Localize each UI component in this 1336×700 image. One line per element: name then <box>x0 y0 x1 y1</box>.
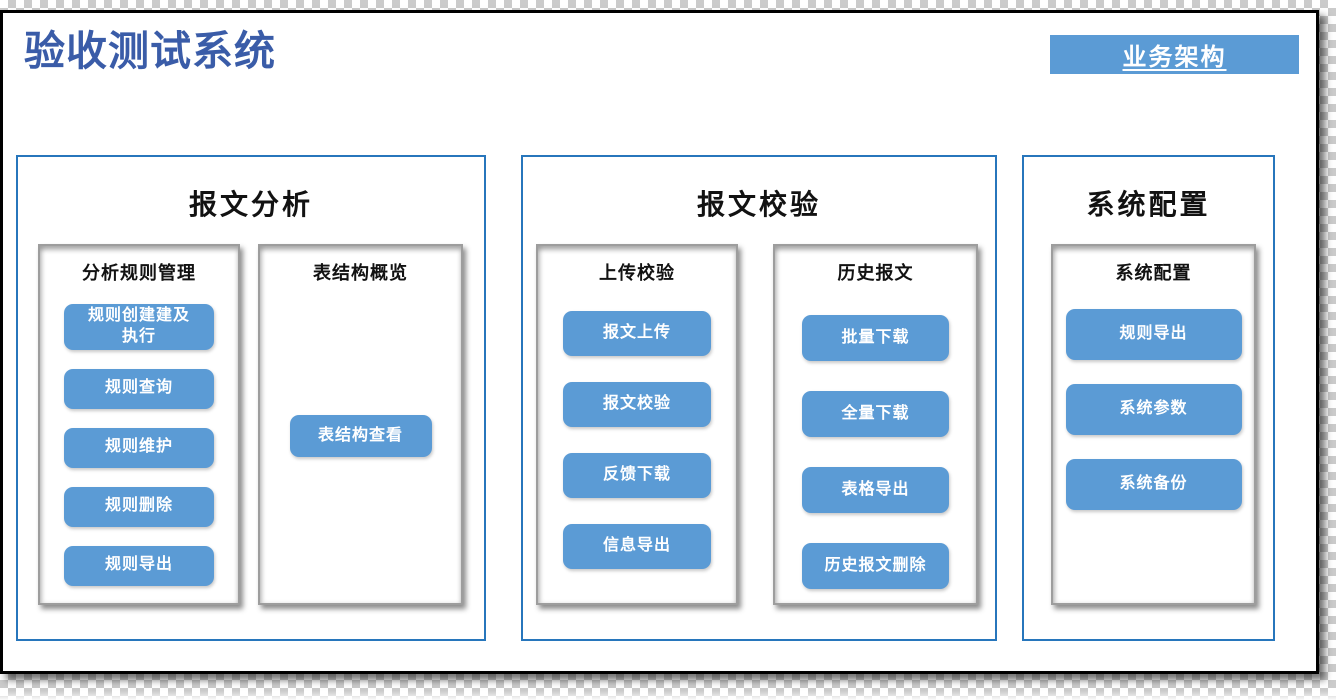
group-analysis-rule-management: 分析规则管理 规则创建建及执行 规则查询 规则维护 规则删除 规则导出 <box>38 244 240 605</box>
node-rule-delete: 规则删除 <box>64 486 214 527</box>
node-rule-query: 规则查询 <box>64 368 214 409</box>
page-title: 验收测试系统 <box>24 28 276 74</box>
panel-title-message-verification: 报文校验 <box>696 189 821 220</box>
group-title-system-configuration: 系统配置 <box>1115 263 1192 283</box>
panel-message-analysis: 报文分析 分析规则管理 规则创建建及执行 规则查询 规则维护 规则删除 规则导出… <box>16 155 486 641</box>
node-system-parameters: 系统参数 <box>1065 384 1242 435</box>
node-message-upload: 报文上传 <box>563 311 711 356</box>
panel-title-message-analysis: 报文分析 <box>188 189 313 220</box>
group-upload-verification: 上传校验 报文上传 报文校验 反馈下载 信息导出 <box>536 244 738 605</box>
node-info-export: 信息导出 <box>563 524 711 569</box>
panel-system-configuration: 系统配置 系统配置 规则导出 系统参数 系统备份 <box>1022 155 1275 641</box>
group-title-table-structure-overview: 表结构概览 <box>313 263 408 283</box>
node-table-structure-view: 表结构查看 <box>289 415 432 457</box>
architecture-view-badge: 业务架构 <box>1050 35 1299 74</box>
node-feedback-download: 反馈下载 <box>563 453 711 498</box>
panel-title-system-configuration: 系统配置 <box>1086 189 1211 220</box>
group-title-history-messages: 历史报文 <box>837 263 914 283</box>
group-system-configuration: 系统配置 规则导出 系统参数 系统备份 <box>1051 244 1256 605</box>
group-history-messages: 历史报文 批量下载 全量下载 表格导出 历史报文删除 <box>773 244 978 605</box>
node-batch-download: 批量下载 <box>802 315 949 361</box>
node-rule-maintenance: 规则维护 <box>64 427 214 468</box>
group-title-analysis-rule-management: 分析规则管理 <box>82 263 196 283</box>
group-table-structure-overview: 表结构概览 表结构查看 <box>258 244 463 605</box>
node-rule-export-config: 规则导出 <box>1065 309 1242 360</box>
group-title-upload-verification: 上传校验 <box>599 263 675 283</box>
node-history-message-delete: 历史报文删除 <box>802 543 949 589</box>
node-rule-export: 规则导出 <box>64 545 214 586</box>
node-rule-create-and-execute: 规则创建建及执行 <box>64 304 214 350</box>
node-message-verify: 报文校验 <box>563 382 711 427</box>
node-table-export: 表格导出 <box>802 467 949 513</box>
node-system-backup: 系统备份 <box>1065 459 1242 510</box>
panel-message-verification: 报文校验 上传校验 报文上传 报文校验 反馈下载 信息导出 历史报文 批量下载 … <box>521 155 997 641</box>
node-full-download: 全量下载 <box>802 391 949 437</box>
slide-page: 验收测试系统 业务架构 报文分析 分析规则管理 规则创建建及执行 规则查询 规则… <box>0 10 1319 674</box>
